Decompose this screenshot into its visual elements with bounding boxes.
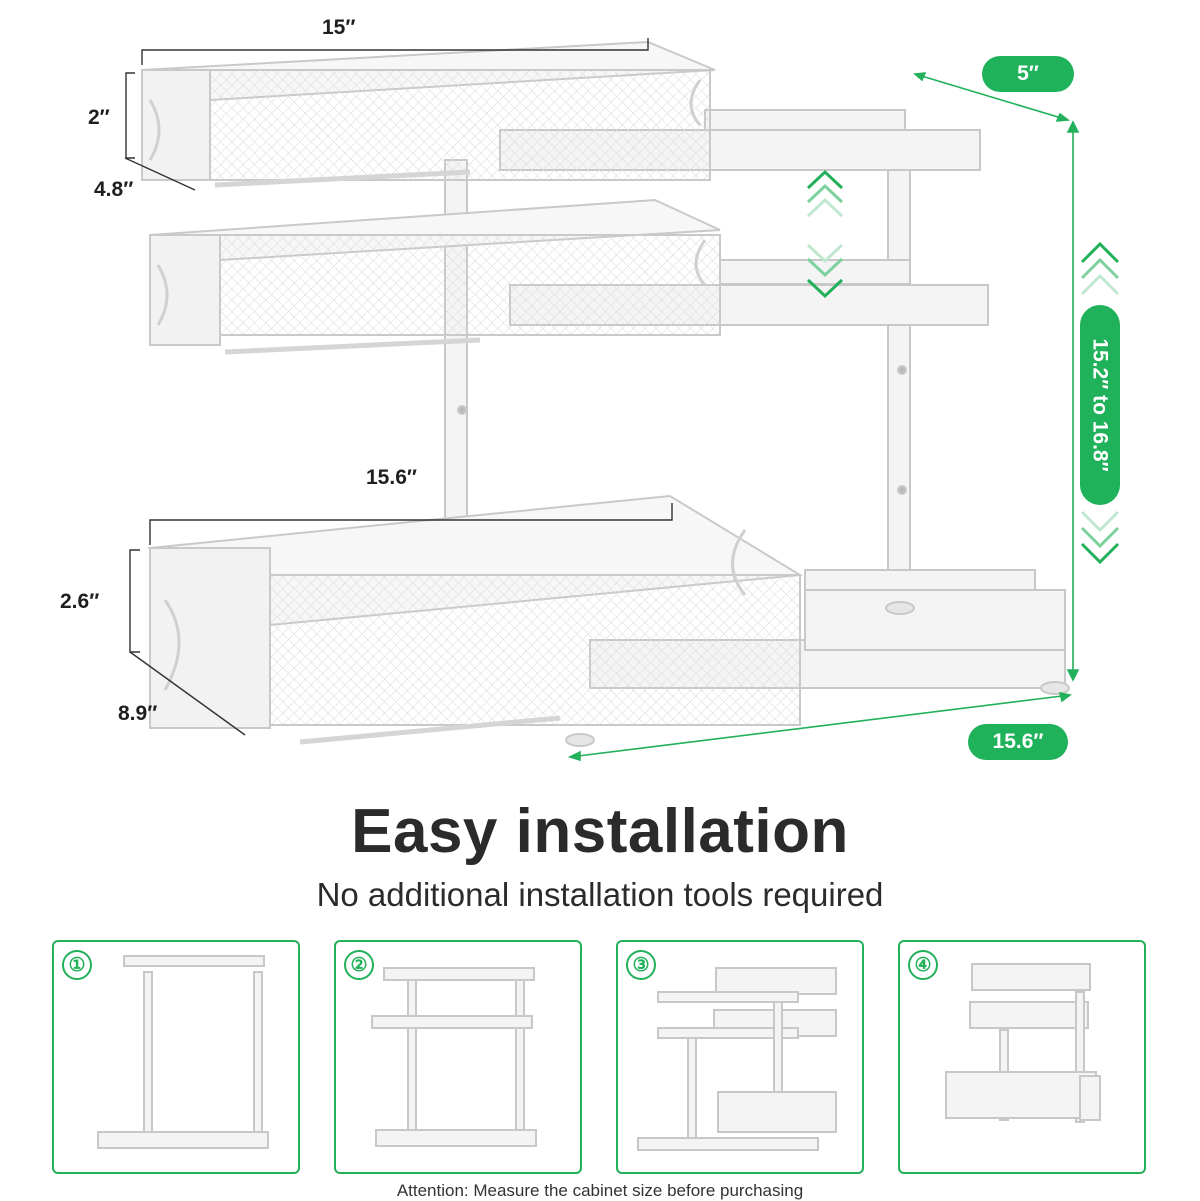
step-2-illustration xyxy=(371,967,537,1147)
bottom-width-label: 15.6″ xyxy=(366,466,417,489)
frame-height-label: 15.2″ to 16.8″ xyxy=(1089,338,1113,472)
double-chevron-up-icon xyxy=(806,169,844,218)
step-number: ② xyxy=(344,950,374,980)
frame-depth-pill: 5″ xyxy=(982,56,1074,92)
top-basket xyxy=(141,40,716,188)
dimension-lines xyxy=(124,38,673,736)
top-height-label: 2″ xyxy=(88,106,110,129)
footnote: Attention: Measure the cabinet size befo… xyxy=(396,1181,804,1200)
top-width-label: 15″ xyxy=(322,16,356,39)
step-card-2: ② xyxy=(334,940,582,1174)
step-number: ① xyxy=(62,950,92,980)
top-depth-label: 4.8″ xyxy=(94,178,134,201)
bottom-depth-label: 8.9″ xyxy=(118,702,158,725)
organizer-illustration xyxy=(124,38,1120,762)
headline: Easy installation xyxy=(351,797,849,866)
step-3-illustration xyxy=(637,967,837,1151)
frame-width-pill: 15.6″ xyxy=(968,724,1068,760)
green-dimension-lines xyxy=(567,72,1080,762)
middle-basket xyxy=(149,198,721,355)
step-card-3: ③ xyxy=(616,940,864,1174)
step-1-illustration xyxy=(97,955,269,1149)
step-card-1: ① xyxy=(52,940,300,1174)
bottom-basket xyxy=(147,494,804,745)
step-number: ④ xyxy=(908,950,938,980)
step-4-illustration xyxy=(945,963,1101,1123)
frame-height-pill: 15.2″ to 16.8″ xyxy=(1080,305,1120,505)
double-chevron-down-icon xyxy=(806,243,844,299)
bottom-height-label: 2.6″ xyxy=(60,590,100,613)
double-chevron-up-icon xyxy=(1080,241,1120,296)
step-card-4: ④ xyxy=(898,940,1146,1174)
double-chevron-down-icon xyxy=(1080,510,1120,565)
subheadline: No additional installation tools require… xyxy=(316,876,884,913)
step-number: ③ xyxy=(626,950,656,980)
